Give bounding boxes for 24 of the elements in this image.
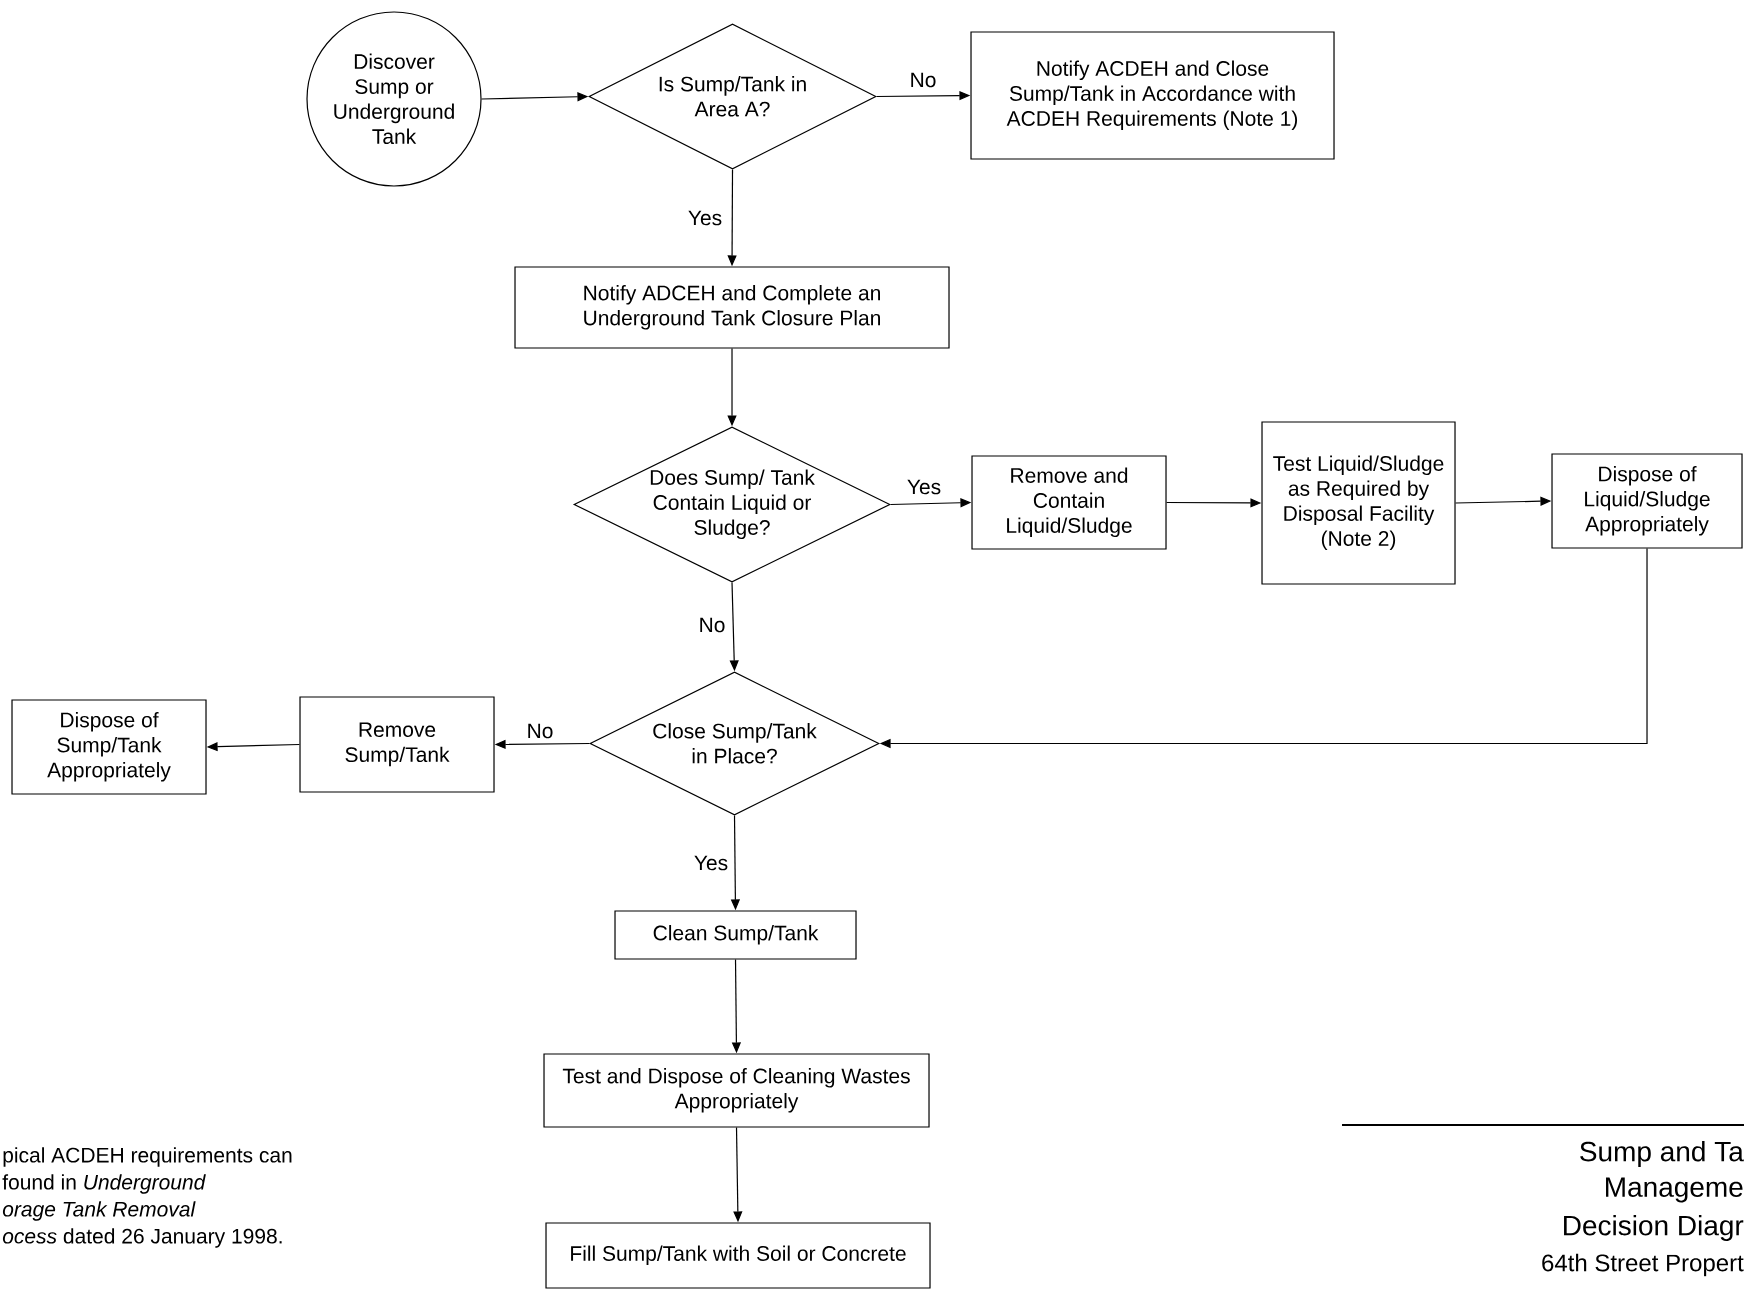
note-text: pical ACDEH requirements can bbox=[3, 1147, 292, 1167]
process-box: Test Liquid/Sludge as Required by Disposal Facility (Note 2) bbox=[1261, 421, 1456, 585]
edge-label: No bbox=[697, 616, 727, 634]
note-text: orage Tank Removal bbox=[2, 1201, 196, 1221]
edge-label: No bbox=[908, 71, 938, 89]
edge-label: Yes bbox=[905, 478, 943, 496]
title-text: Manageme bbox=[1606, 1177, 1743, 1203]
title-text: 64th Street Propert bbox=[1542, 1253, 1744, 1277]
edge-label: Yes bbox=[686, 209, 724, 227]
title-text: Sump and Ta bbox=[1580, 1140, 1744, 1168]
process-box: Notify ACDEH and Close Sump/Tank in Accordance with ACDEH Requirements (Note 1) bbox=[970, 31, 1335, 160]
process-box: Notify ADCEH and Complete an Underground Tank Closure Plan bbox=[514, 266, 950, 349]
process-box: Fill Sump/Tank with Soil or Concrete bbox=[545, 1222, 931, 1289]
title-text: Decision Diagr bbox=[1564, 1214, 1744, 1242]
process-box: Dispose of Liquid/Sludge Appropriately bbox=[1551, 453, 1743, 549]
note-text: found in Underground bbox=[2, 1174, 206, 1194]
edge-label: No bbox=[525, 722, 555, 740]
process-box: Test and Dispose of Cleaning Wastes Appropriately bbox=[543, 1053, 930, 1128]
process-box: Remove Sump/Tank bbox=[299, 696, 495, 793]
edge-label: Yes bbox=[692, 854, 730, 872]
process-box: Dispose of Sump/Tank Appropriately bbox=[11, 699, 207, 795]
process-box: Remove and Contain Liquid/Sludge bbox=[971, 455, 1167, 550]
note-text: ocess dated 26 January 1998. bbox=[2, 1228, 282, 1248]
process-box: Clean Sump/Tank bbox=[614, 910, 857, 960]
